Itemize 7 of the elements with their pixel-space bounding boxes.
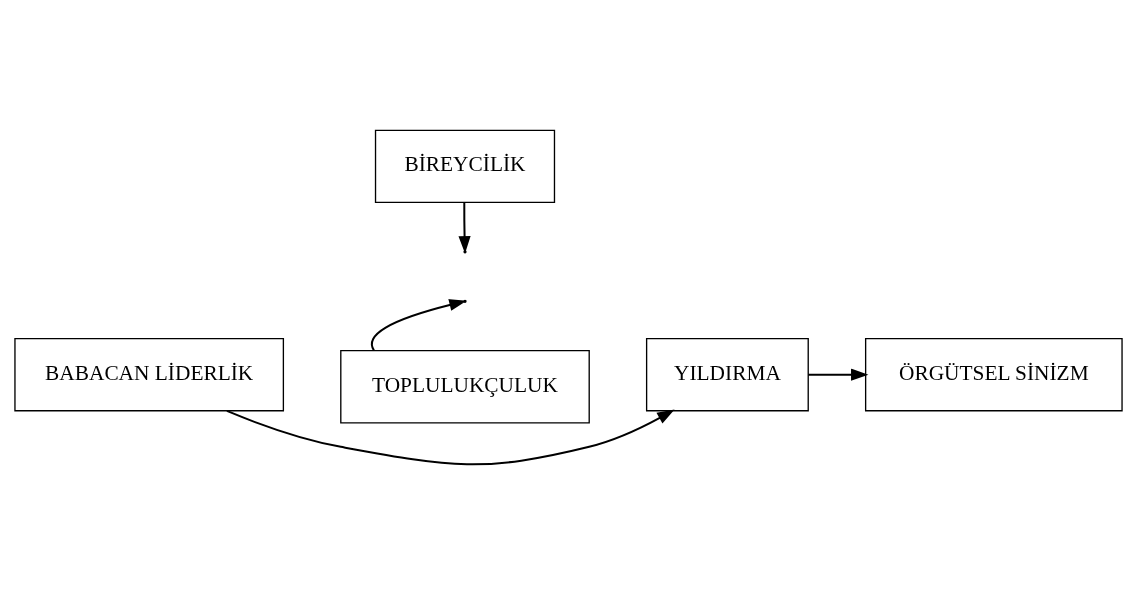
node-box: YILDIRMA xyxy=(645,337,809,411)
arrow xyxy=(225,409,675,465)
node-box: TOPLULUKÇULUK xyxy=(340,349,590,423)
node-box: BABACAN LİDERLİK xyxy=(14,337,285,411)
arrow xyxy=(807,368,869,381)
node-box: ÖRGÜTSEL SİNİZM xyxy=(864,337,1123,411)
node-box: BİREYCİLİK xyxy=(374,129,556,203)
